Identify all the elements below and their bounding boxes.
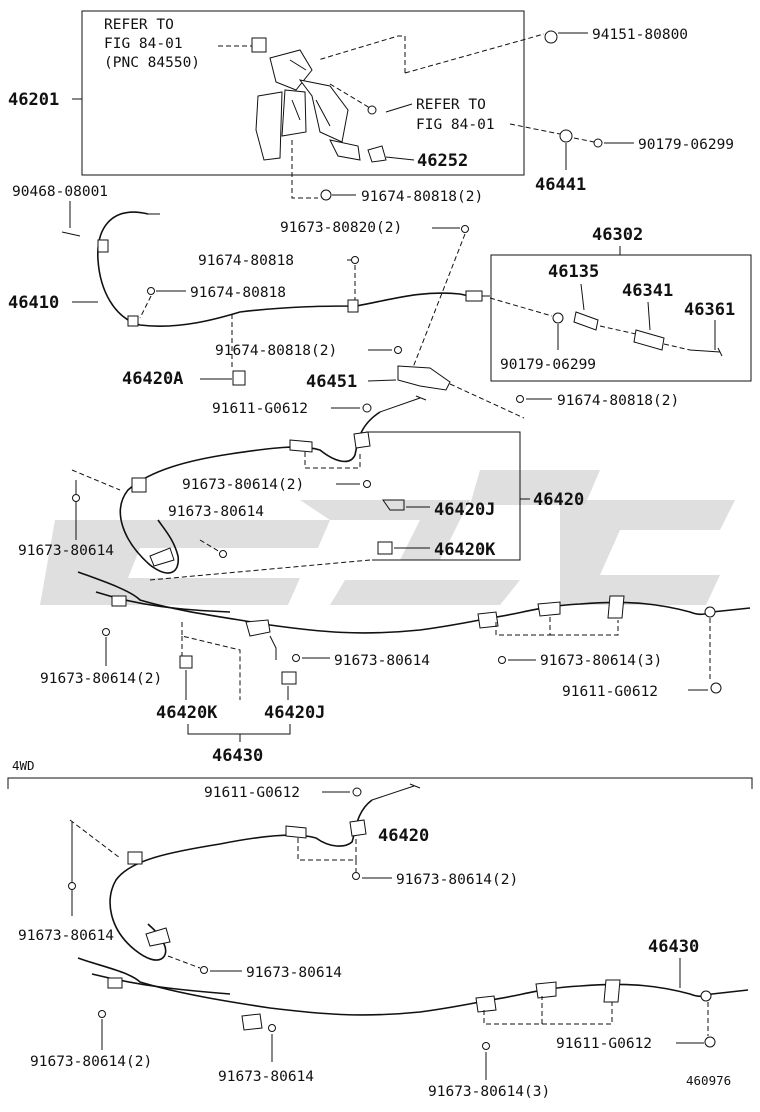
label-46420K-b: 46420K: [156, 703, 218, 723]
pedal-assembly: [251, 37, 361, 161]
label-91611b: 91611-G0612: [562, 684, 658, 700]
watermark-logo: [40, 470, 735, 605]
cable-46410: [97, 211, 479, 327]
label-46420J: 46420J: [434, 500, 495, 520]
label-46430: 46430: [212, 746, 263, 766]
label-46201: 46201: [8, 90, 59, 110]
label-90468: 90468-08001: [12, 184, 108, 200]
label-91673-c: 91673-80614: [334, 653, 430, 669]
label-91673-a: 91673-80614: [168, 504, 264, 520]
section-4wd-label: 4WD: [12, 758, 35, 773]
figure-id: 460976: [686, 1073, 731, 1088]
label-91674-b: 91674-80818: [190, 285, 286, 301]
label-94151: 94151-80800: [592, 27, 688, 43]
clip-46420K-b: [179, 655, 193, 669]
label-91674-2c: 91674-80818(2): [557, 393, 679, 409]
part-46451-shape: [397, 365, 451, 391]
section-4wd-bracket: [7, 777, 753, 789]
label-q91673-b: 91673-80614: [246, 965, 342, 981]
label-q91673-a: 91673-80614: [18, 928, 114, 944]
label-91673-b: 91673-80614: [18, 543, 114, 559]
label-91674-2b: 91674-80818(2): [215, 343, 337, 359]
label-90179a: 90179-06299: [638, 137, 734, 153]
label-91673-2a: 91673-80614(2): [182, 477, 304, 493]
refer-text-1c: (PNC 84550): [104, 55, 200, 71]
label-46341: 46341: [622, 281, 673, 301]
part-46135-shape: [573, 311, 599, 331]
label-q91673-2b: 91673-80614(2): [30, 1054, 152, 1070]
label-46441: 46441: [535, 175, 586, 195]
clip-46420J-b: [281, 671, 297, 685]
label-46361: 46361: [684, 300, 735, 320]
bolt-90468: [61, 231, 81, 237]
refer-text-1a: REFER TO: [104, 17, 174, 33]
label-90179b: 90179-06299: [500, 357, 596, 373]
box-46302: [490, 254, 752, 382]
label-q91673-c: 91673-80614: [218, 1069, 314, 1085]
label-91673-80820: 91673-80820(2): [280, 220, 402, 236]
clip-46420K: [377, 541, 393, 555]
label-46420: 46420: [533, 490, 584, 510]
q-cable-46420: [109, 799, 373, 961]
label-46420A: 46420A: [122, 369, 183, 389]
box-46201: [81, 10, 525, 176]
refer-text-2a: REFER TO: [416, 97, 486, 113]
part-46252-shape: [367, 145, 387, 163]
label-46302: 46302: [592, 225, 643, 245]
label-q91673-3: 91673-80614(3): [428, 1084, 550, 1100]
label-91611a: 91611-G0612: [212, 401, 308, 417]
refer-text-2b: FIG 84-01: [416, 117, 495, 133]
cable-46420: [119, 411, 381, 574]
refer-text-1b: FIG 84-01: [104, 36, 183, 52]
label-q91611a: 91611-G0612: [204, 785, 300, 801]
q-cable-46430: [77, 957, 749, 1016]
label-91673-3a: 91673-80614(3): [540, 653, 662, 669]
label-q91611b: 91611-G0612: [556, 1036, 652, 1052]
label-q91673-2a: 91673-80614(2): [396, 872, 518, 888]
label-q46430: 46430: [648, 937, 699, 957]
label-46451: 46451: [306, 372, 357, 392]
label-91673-2b: 91673-80614(2): [40, 671, 162, 687]
part-46341-shape: [633, 329, 665, 351]
label-91674-a: 91674-80818: [198, 253, 294, 269]
label-46410: 46410: [8, 293, 59, 313]
label-46420J-b: 46420J: [264, 703, 325, 723]
label-46420K: 46420K: [434, 540, 496, 560]
label-46252: 46252: [417, 151, 468, 171]
label-46135: 46135: [548, 262, 599, 282]
clip-46420J: [382, 499, 405, 511]
label-91674-2a: 91674-80818(2): [361, 189, 483, 205]
label-q46420: 46420: [378, 826, 429, 846]
